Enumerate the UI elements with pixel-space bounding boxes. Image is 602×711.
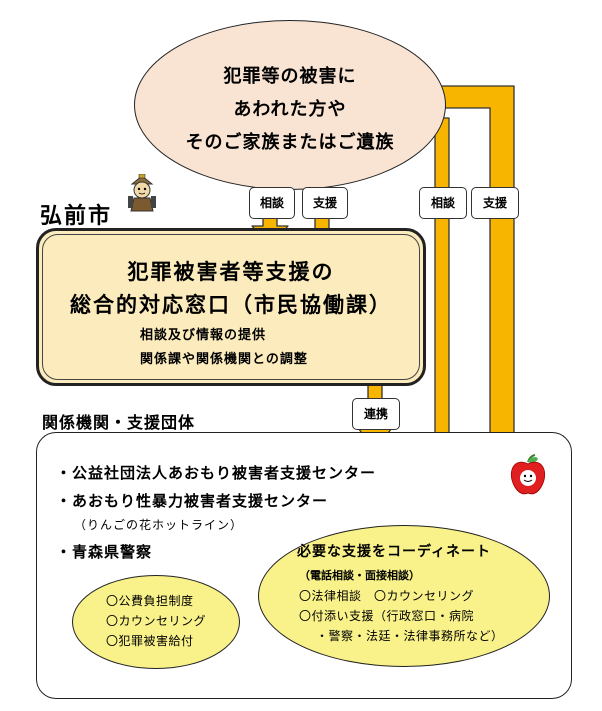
apple-logo-icon [510,454,546,495]
org-prefectural-police: ・青森県警察 [56,543,153,561]
mascot-icon [128,174,156,212]
organizations-label: 関係機関・支援団体 [42,413,196,432]
coordination-line-1: 〇法律相談 〇カウンセリング [299,589,475,603]
coordination-line-3: ・警察・法廷・法律事務所など） [316,629,504,643]
consultation-window-title-2: 総合的対応窓口（市民協働課） [70,293,392,317]
support-tag-right: 支援 [471,187,519,219]
coordination-line-2: 〇付添い支援（行政窓口・病院 [299,609,475,623]
consultation-service-1: 相談及び情報の提供 [140,328,267,343]
coordination-ellipse [258,525,550,667]
victim-label: 犯罪等の被害に あわれた方や そのご家族またはご遺族 [134,60,446,159]
consultation-window-title-1: 犯罪被害者等支援の [127,260,335,284]
victim-line-2: あわれた方や [233,99,347,120]
consultation-window-inner-border [42,234,420,380]
consult-tag-left: 相談 [249,187,295,219]
victim-line-1: 犯罪等の被害に [223,66,357,87]
org-sexual-violence-support-center: ・あおもり性暴力被害者支援センター [56,492,329,510]
consult-tag-right: 相談 [419,187,467,219]
org-hotline-name: （りんごの花ホットライン） [74,518,244,532]
coordination-title: 必要な支援をコーディネート [297,544,492,560]
police-support-item-3: 〇犯罪被害給付 [106,634,194,648]
police-support-item-1: 〇公費負担制度 [106,594,194,608]
consultation-window-box [36,228,426,386]
police-support-ellipse [72,575,240,669]
consult-arrow-to-center [419,117,462,481]
coordination-subtitle: （電話相談・面接相談） [299,569,420,582]
org-victim-support-center: ・公益社団法人あおもり被害者支援センター [56,464,377,482]
city-label: 弘前市 [40,204,113,229]
support-tag-left: 支援 [302,187,348,219]
cooperation-tag: 連携 [352,398,400,430]
consultation-service-2: 関係課や関係機関との調整 [140,352,308,367]
victim-line-3: そのご家族またはご遺族 [185,132,395,153]
police-support-item-2: 〇カウンセリング [106,614,207,628]
